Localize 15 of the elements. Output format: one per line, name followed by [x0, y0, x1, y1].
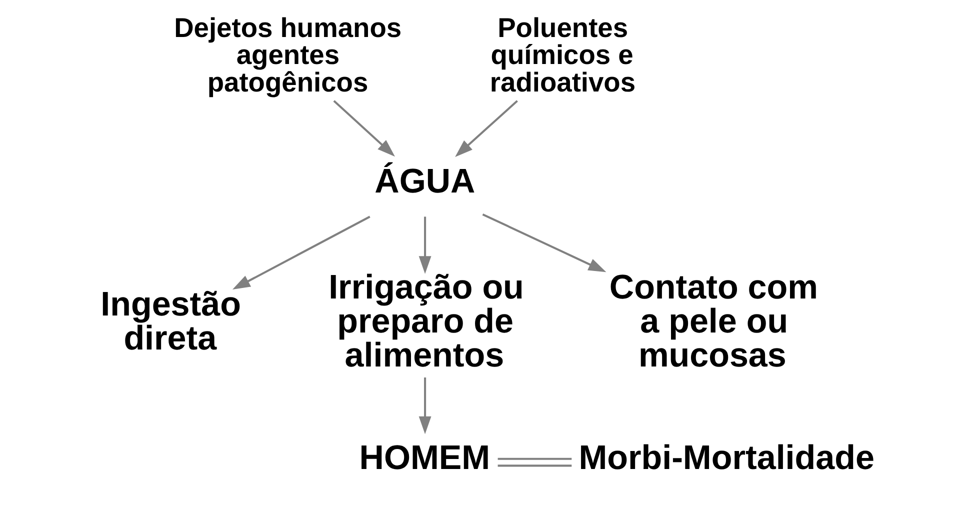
arrow: [418, 216, 432, 274]
node-text: Dejetos humanos agentes patogênicos: [174, 12, 402, 98]
arrow: [418, 377, 432, 434]
node-text: Morbi-Mortalidade: [578, 439, 874, 478]
node-text: ÁGUA: [374, 162, 476, 201]
arrow: [482, 213, 606, 272]
arrow: [455, 100, 518, 157]
node-text: Poluentes químicos e radioativos: [490, 12, 636, 98]
node-text: Ingestão direta: [100, 285, 241, 358]
node-text: HOMEM: [359, 439, 490, 478]
arrow: [333, 100, 395, 157]
node-text: Irrigação ou preparo de alimentos: [328, 268, 524, 375]
connector: [498, 458, 572, 467]
arrow: [232, 216, 370, 290]
node-text: Contato com a pele ou mucosas: [609, 268, 818, 375]
